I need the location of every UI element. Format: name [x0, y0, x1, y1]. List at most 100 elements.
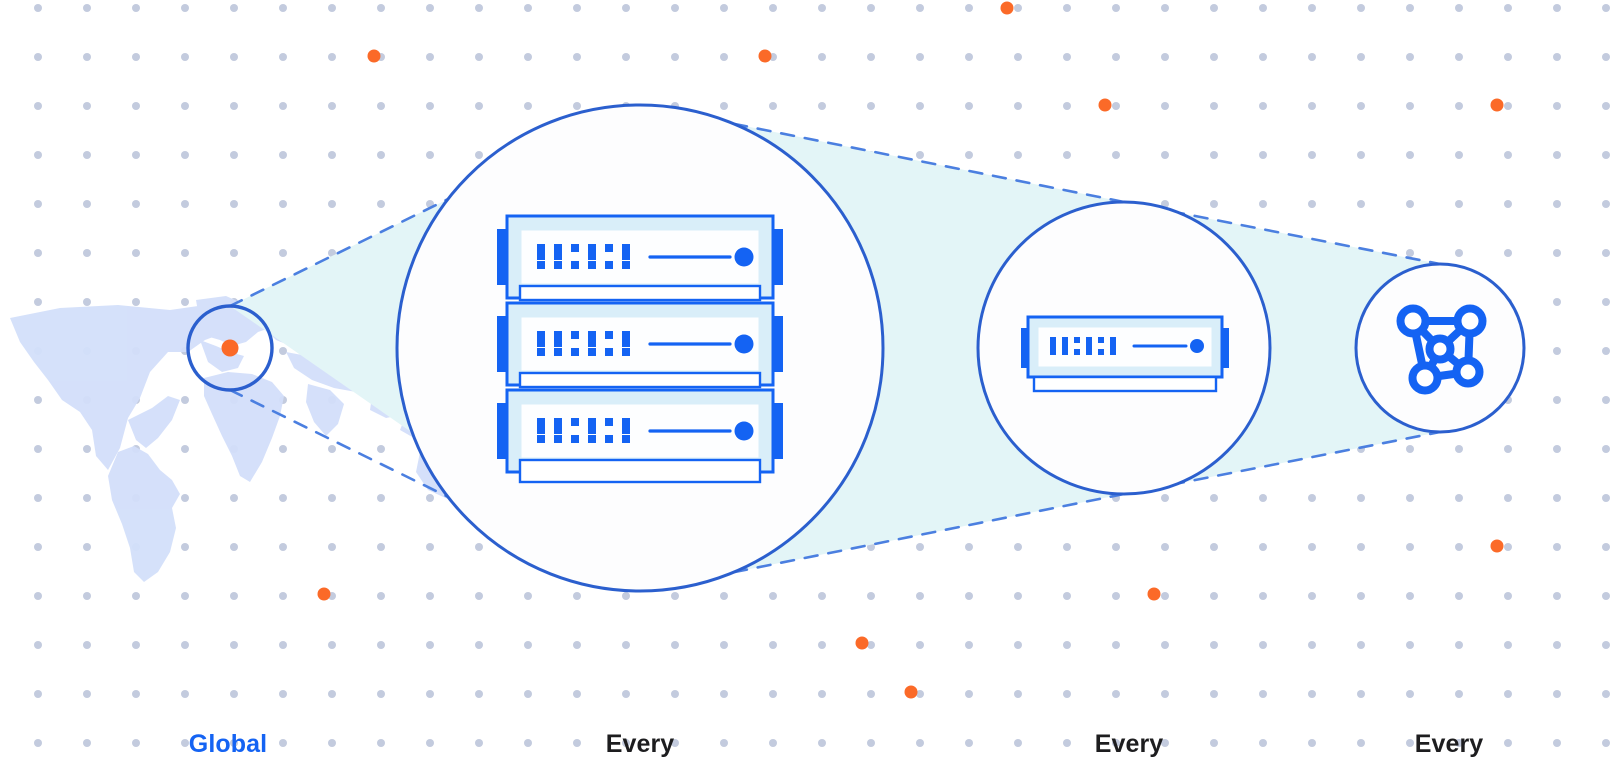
grid-dot — [1504, 739, 1512, 747]
grid-dot — [34, 53, 42, 61]
grid-dot — [524, 739, 532, 747]
orange-accent-dot — [1490, 539, 1504, 553]
grid-dot — [426, 4, 434, 12]
grid-dot — [1455, 249, 1463, 257]
grid-dot — [1308, 494, 1316, 502]
grid-dot — [1406, 249, 1414, 257]
grid-dot — [377, 641, 385, 649]
grid-dot — [230, 690, 238, 698]
grid-dot — [279, 249, 287, 257]
grid-dot — [279, 543, 287, 551]
grid-dot — [34, 690, 42, 698]
grid-dot — [377, 200, 385, 208]
grid-dot — [377, 494, 385, 502]
grid-dot — [83, 739, 91, 747]
grid-dot — [1406, 445, 1414, 453]
vent-grille — [537, 331, 630, 356]
grid-dot — [1553, 249, 1561, 257]
grid-dot — [279, 592, 287, 600]
grid-dot — [83, 641, 91, 649]
grid-dot — [1357, 4, 1365, 12]
grid-dot — [475, 102, 483, 110]
grid-dot — [475, 53, 483, 61]
grid-dot — [965, 543, 973, 551]
grid-dot — [720, 53, 728, 61]
grid-dot — [1504, 102, 1512, 110]
grid-dot — [1063, 53, 1071, 61]
grid-dot — [524, 53, 532, 61]
grid-dot — [867, 592, 875, 600]
grid-dot — [328, 739, 336, 747]
grid-dot — [181, 4, 189, 12]
grid-dot — [1259, 592, 1267, 600]
orange-accent-dot — [367, 49, 381, 63]
status-led — [734, 247, 754, 267]
grid-dot — [1112, 641, 1120, 649]
grid-dot — [573, 592, 581, 600]
grid-dot — [181, 249, 189, 257]
grid-dot — [475, 543, 483, 551]
grid-dot — [1602, 298, 1610, 306]
grid-dot — [1161, 4, 1169, 12]
grid-dot — [1161, 543, 1169, 551]
label-line-1: Every — [605, 730, 675, 758]
grid-dot — [132, 151, 140, 159]
grid-dot — [1602, 445, 1610, 453]
grid-dot — [1063, 102, 1071, 110]
grid-dot — [328, 445, 336, 453]
grid-dot — [230, 53, 238, 61]
grid-dot — [181, 494, 189, 502]
grid-dot — [1504, 690, 1512, 698]
grid-dot — [720, 592, 728, 600]
grid-dot — [1063, 641, 1071, 649]
grid-dot — [83, 249, 91, 257]
grid-dot — [377, 739, 385, 747]
grid-dot — [1308, 4, 1316, 12]
grid-dot — [1602, 347, 1610, 355]
grid-dot — [916, 641, 924, 649]
grid-dot — [1210, 102, 1218, 110]
grid-dot — [1602, 739, 1610, 747]
grid-dot — [1014, 690, 1022, 698]
grid-dot — [34, 592, 42, 600]
grid-dot — [1063, 4, 1071, 12]
grid-dot — [1455, 53, 1463, 61]
grid-dot — [818, 53, 826, 61]
grid-dot — [1455, 151, 1463, 159]
grid-dot — [83, 494, 91, 502]
grid-dot — [1112, 690, 1120, 698]
grid-dot — [328, 4, 336, 12]
grid-dot — [1553, 298, 1561, 306]
grid-dot — [279, 494, 287, 502]
grid-dot — [1455, 690, 1463, 698]
grid-dot — [965, 102, 973, 110]
grid-dot — [279, 200, 287, 208]
grid-dot — [1259, 739, 1267, 747]
grid-dot — [426, 592, 434, 600]
grid-dot — [34, 396, 42, 404]
grid-dot — [1259, 53, 1267, 61]
grid-dot — [1161, 592, 1169, 600]
grid-dot — [1357, 690, 1365, 698]
grid-dot — [1357, 543, 1365, 551]
grid-dot — [34, 151, 42, 159]
grid-dot — [83, 445, 91, 453]
grid-dot — [1161, 641, 1169, 649]
grid-dot — [916, 102, 924, 110]
grid-dot — [328, 53, 336, 61]
grid-dot — [181, 396, 189, 404]
grid-dot — [230, 592, 238, 600]
grid-dot — [475, 641, 483, 649]
grid-dot — [1553, 200, 1561, 208]
grid-dot — [1602, 396, 1610, 404]
grid-dot — [181, 102, 189, 110]
orange-accent-dot — [1147, 587, 1161, 601]
grid-dot — [279, 102, 287, 110]
grid-dot — [1455, 102, 1463, 110]
grid-dot — [1014, 641, 1022, 649]
grid-dot — [34, 543, 42, 551]
grid-dot — [426, 151, 434, 159]
grid-dot — [1210, 690, 1218, 698]
orange-accent-dot — [1490, 98, 1504, 112]
